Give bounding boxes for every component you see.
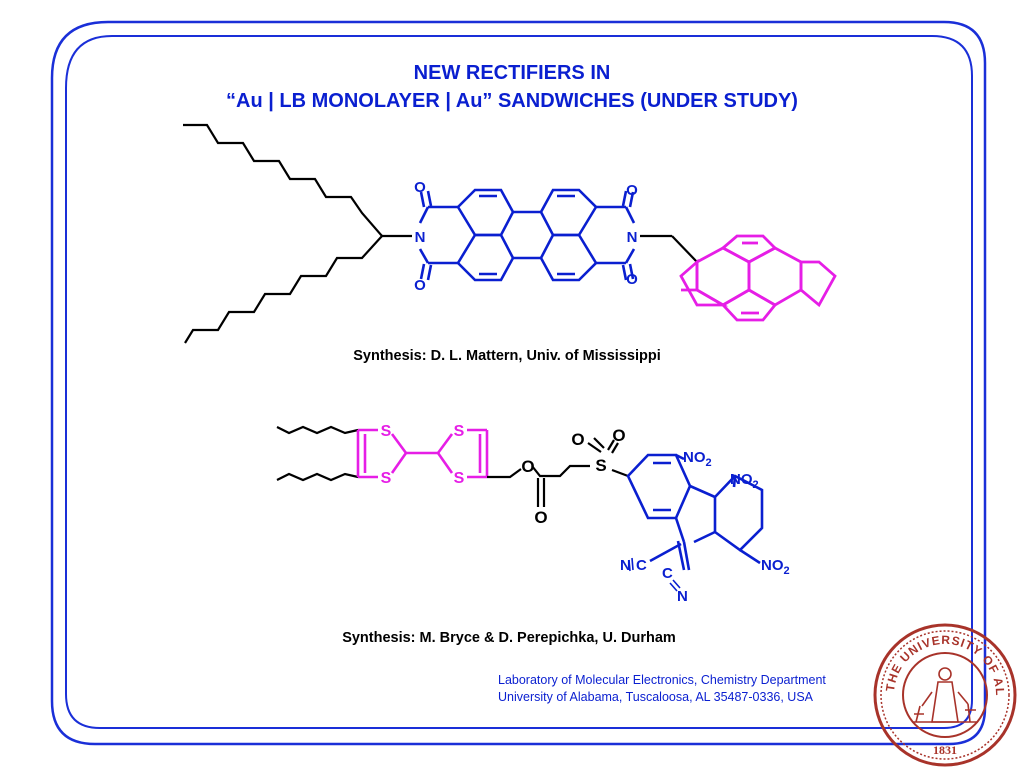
- nitrogen-label: N: [677, 588, 688, 605]
- oxygen-label: O: [626, 182, 638, 199]
- slide-title-line1: NEW RECTIFIERS IN: [413, 62, 611, 84]
- carbon-label: C: [636, 557, 647, 574]
- nitro-group-label: NO2: [730, 471, 759, 491]
- nitro-group-label: NO2: [683, 449, 712, 469]
- molecule-1-pyrene: [679, 234, 837, 322]
- oxygen-label: O: [414, 277, 426, 294]
- nitrogen-label: N: [620, 557, 631, 574]
- nitrogen-label: N: [415, 229, 426, 246]
- footer-lab-name: Laboratory of Molecular Electronics, Che…: [498, 673, 826, 687]
- svg-text:1831: 1831: [933, 743, 957, 757]
- oxygen-label: O: [571, 430, 584, 449]
- sulfur-label: S: [381, 470, 392, 487]
- sulfur-label: S: [381, 423, 392, 440]
- oxygen-label: O: [414, 179, 426, 196]
- nitrogen-label: N: [627, 229, 638, 246]
- molecule-2-ttf-donor: [356, 428, 489, 479]
- molecule-2-credit: Synthesis: M. Bryce & D. Perepichka, U. …: [342, 630, 676, 646]
- sulfur-label: S: [454, 470, 465, 487]
- molecule-1-credit: Synthesis: D. L. Mattern, Univ. of Missi…: [353, 348, 661, 364]
- molecule-1-perylene-bisimide: [418, 188, 636, 282]
- sulfur-label: S: [595, 456, 606, 475]
- molecule-1-alkyl-chains: [183, 123, 412, 344]
- footer-address: University of Alabama, Tuscaloosa, AL 35…: [498, 690, 813, 704]
- oxygen-label: O: [521, 457, 534, 476]
- oxygen-label: O: [534, 508, 547, 527]
- oxygen-label: O: [612, 426, 625, 445]
- slide-title-line2: “Au | LB MONOLAYER | Au” SANDWICHES (UND…: [226, 90, 798, 112]
- molecule-2-fluorene-acceptor: [626, 453, 764, 571]
- university-seal-logo: THE UNIVERSITY OF ALABAMA 1831: [872, 622, 1017, 767]
- nitro-group-label: NO2: [761, 557, 790, 577]
- sulfur-label: S: [454, 423, 465, 440]
- carbon-label: C: [662, 565, 673, 582]
- seal-figure-icon: [912, 667, 978, 723]
- oxygen-label: O: [626, 271, 638, 288]
